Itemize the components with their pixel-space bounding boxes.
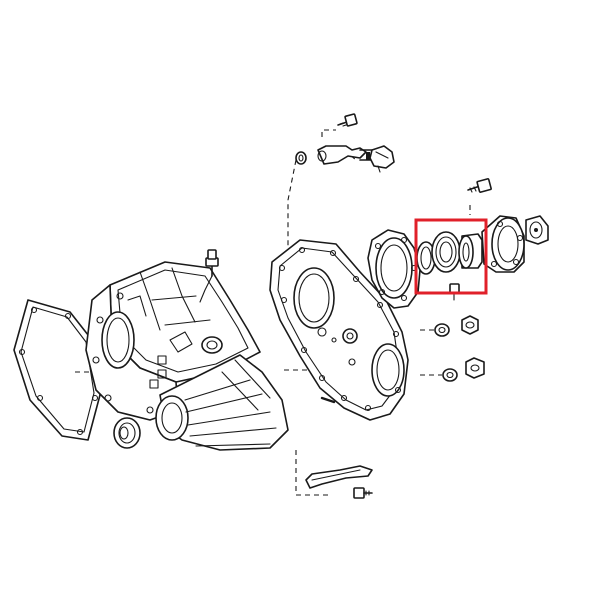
flange-nut [525,215,549,245]
bolt-bottom [353,487,373,499]
highlighted-seal-assembly [416,231,483,275]
nut-upper [461,315,479,335]
dowel-pin [320,396,336,404]
extension-housing [155,354,289,451]
switch-connector [366,145,395,173]
output-flange [481,215,525,273]
bolt-flange [467,178,492,193]
shift-rod [305,465,373,489]
o-ring-top [295,151,307,165]
highlight-box [414,218,488,295]
transmission-case [85,261,261,421]
bolt-top [337,113,358,127]
nut-lower [465,357,485,379]
small-bolt-lower [449,283,460,301]
rear-cover [367,229,421,309]
breather-plug [199,249,219,303]
washer-lower [442,368,458,382]
adapter-plate [269,239,409,421]
guide-line-bottom [295,450,332,496]
left-gasket [13,299,101,441]
oil-seal-ring [113,417,141,449]
washer-upper [434,323,450,337]
guide-line-top [287,159,297,250]
